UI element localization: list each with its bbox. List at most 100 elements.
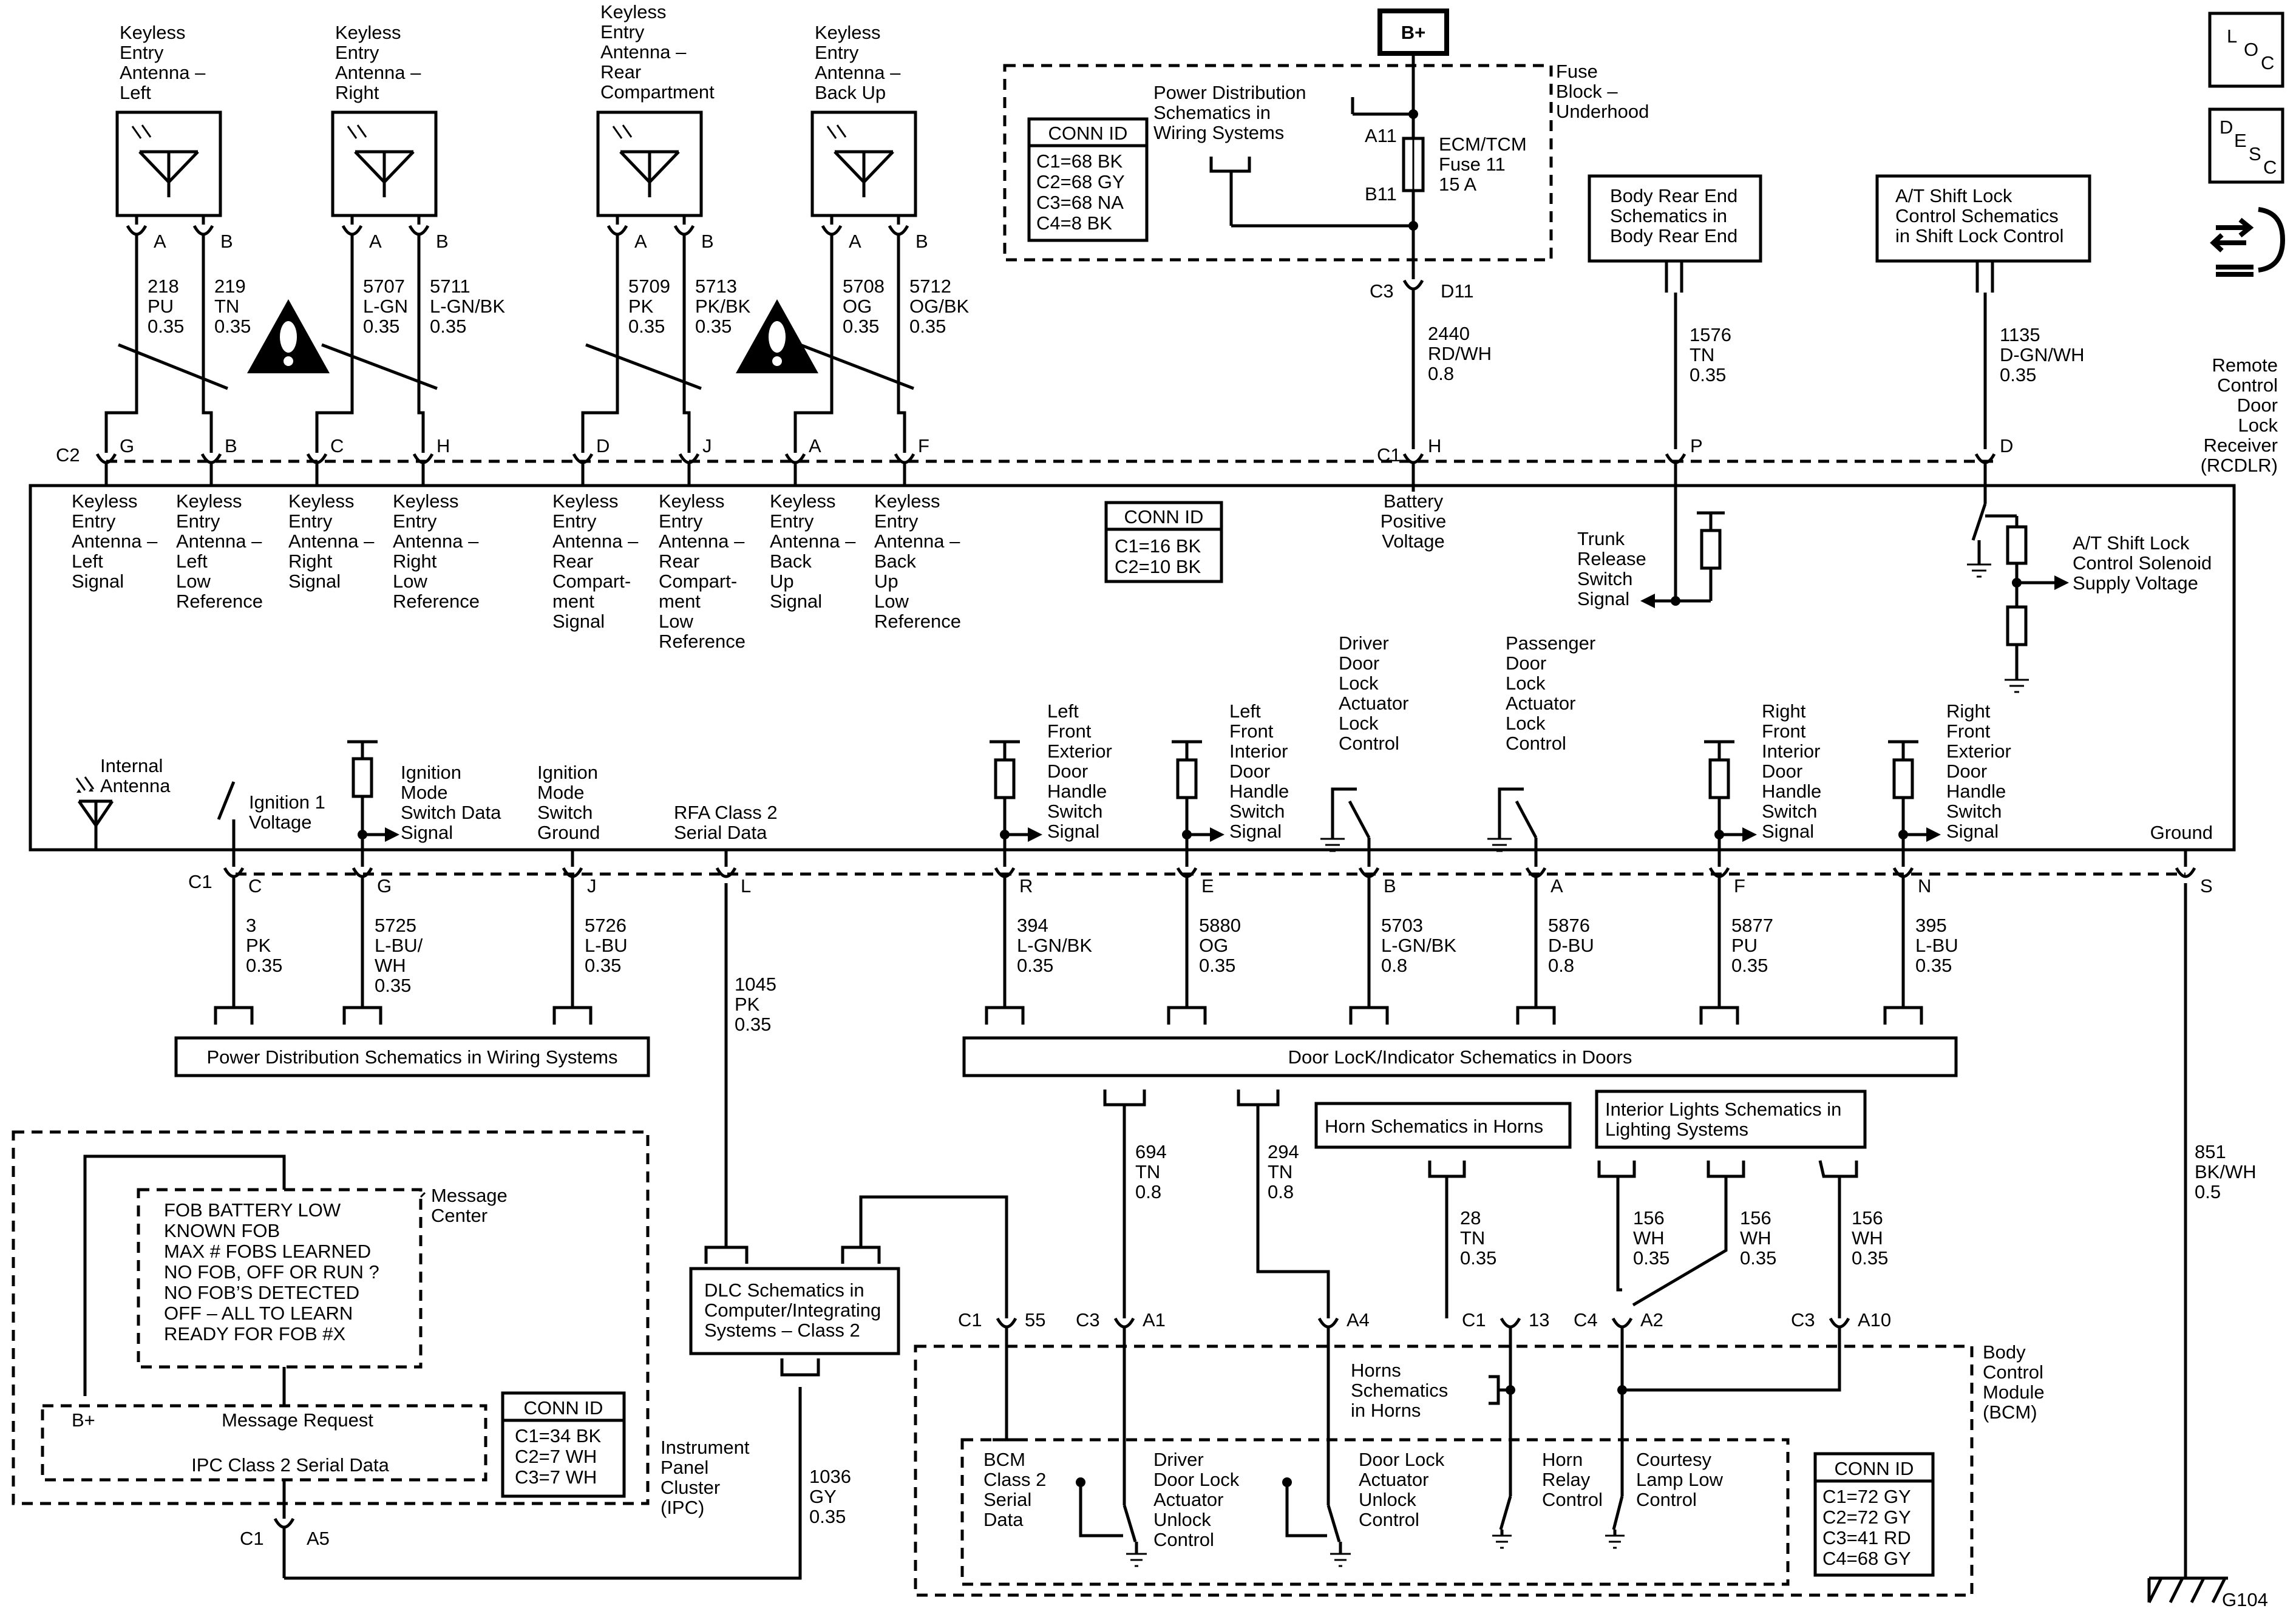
svg-text:294: 294: [1268, 1141, 1299, 1162]
lf-interior-label: Left Front Interior Door Handle Switch S…: [1229, 700, 1289, 842]
svg-text:394: 394: [1017, 915, 1048, 936]
twist-mark-1: [321, 343, 438, 390]
svg-text:RFA Class 2: RFA Class 2: [674, 802, 778, 823]
svg-text:0.35: 0.35: [430, 316, 466, 337]
svg-text:A10: A10: [1858, 1309, 1891, 1331]
svg-text:Control: Control: [1153, 1529, 1214, 1550]
svg-text:O: O: [2244, 39, 2258, 60]
svg-text:Center: Center: [431, 1205, 487, 1226]
svg-text:15 A: 15 A: [1439, 174, 1476, 195]
svg-text:0.35: 0.35: [1017, 955, 1053, 976]
svg-text:PK: PK: [628, 296, 654, 317]
svg-text:Antenna –: Antenna –: [815, 62, 901, 83]
svg-text:Left: Left: [72, 551, 103, 572]
svg-text:5712: 5712: [909, 276, 951, 297]
warning-icon: [736, 299, 818, 373]
svg-text:Systems – Class 2: Systems – Class 2: [704, 1320, 860, 1341]
svg-text:Antenna –: Antenna –: [393, 531, 479, 552]
svg-text:Block –: Block –: [1556, 81, 1618, 102]
svg-text:Ground: Ground: [537, 822, 600, 843]
svg-text:C1: C1: [958, 1309, 982, 1331]
svg-text:J: J: [702, 435, 712, 456]
svg-text:Back: Back: [874, 551, 916, 572]
svg-text:WH: WH: [1852, 1227, 1883, 1249]
svg-text:Exterior: Exterior: [1946, 741, 2011, 762]
svg-text:Keyless: Keyless: [288, 490, 355, 512]
svg-text:Front: Front: [1762, 720, 1806, 742]
svg-text:Door: Door: [2237, 395, 2278, 416]
svg-text:156: 156: [1852, 1207, 1883, 1229]
svg-text:ECM/TCM: ECM/TCM: [1439, 134, 1527, 155]
svg-text:C3=41 RD: C3=41 RD: [1822, 1527, 1911, 1548]
svg-text:219: 219: [214, 276, 246, 297]
svg-text:A: A: [369, 231, 382, 252]
desc-icon[interactable]: D E S C: [2208, 107, 2284, 184]
svg-text:L-GN/BK: L-GN/BK: [1017, 935, 1092, 956]
svg-text:0.35: 0.35: [735, 1014, 771, 1035]
svg-text:Entry: Entry: [335, 42, 379, 63]
svg-text:OG: OG: [843, 296, 872, 317]
svg-text:0.35: 0.35: [843, 316, 879, 337]
svg-text:Passenger: Passenger: [1506, 632, 1595, 654]
svg-text:Antenna –: Antenna –: [770, 531, 856, 552]
svg-text:Courtesy: Courtesy: [1636, 1449, 1712, 1470]
svg-text:B: B: [436, 231, 449, 252]
svg-text:S: S: [2249, 143, 2261, 164]
svg-text:Entry: Entry: [393, 510, 437, 532]
svg-text:P: P: [1690, 435, 1703, 456]
svg-text:Positive: Positive: [1381, 510, 1447, 532]
ipc-module: FOB BATTERY LOW KNOWN FOB MAX # FOBS LEA…: [12, 1130, 851, 1580]
bcm-module: Body Control Module (BCM): [914, 1341, 2045, 1597]
svg-text:in Shift Lock Control: in Shift Lock Control: [1895, 225, 2063, 246]
conn-id-bcm: CONN ID C1=72 GY C2=72 GY C3=41 RD C4=68…: [1813, 1452, 1935, 1577]
svg-text:Antenna –: Antenna –: [120, 62, 206, 83]
svg-text:Instrument: Instrument: [661, 1437, 750, 1458]
rf-exterior-switch: [1888, 740, 1941, 865]
svg-text:Actuator: Actuator: [1359, 1469, 1428, 1490]
svg-text:C3: C3: [1076, 1309, 1100, 1331]
svg-text:D-GN/WH: D-GN/WH: [2000, 344, 2084, 365]
svg-text:Switch: Switch: [1229, 801, 1285, 822]
svg-text:Switch: Switch: [1762, 801, 1817, 822]
connector-end-view-icon[interactable]: [2210, 207, 2286, 277]
svg-text:Power Distribution: Power Distribution: [1153, 82, 1306, 103]
pds-top-label: Power Distribution Schematics in Wiring …: [1153, 82, 1306, 173]
svg-text:H: H: [436, 435, 450, 456]
bcm-connector-2: A4: [1317, 1309, 1370, 1331]
svg-text:0.35: 0.35: [1199, 955, 1235, 976]
svg-text:Lock: Lock: [2238, 415, 2278, 436]
svg-text:Control: Control: [1636, 1489, 1697, 1510]
svg-text:Low: Low: [874, 591, 909, 612]
svg-text:Keyless: Keyless: [335, 22, 401, 43]
conn-id-top: CONN ID C1=68 BK C2=68 GY C3=68 NA C4=8 …: [1027, 117, 1149, 242]
svg-text:Keyless: Keyless: [176, 490, 242, 512]
driver-lock-switch: [1320, 787, 1371, 865]
svg-text:BCM: BCM: [983, 1449, 1025, 1470]
svg-text:Actuator: Actuator: [1506, 693, 1575, 714]
svg-text:2440: 2440: [1428, 323, 1470, 344]
svg-text:Voltage: Voltage: [1382, 531, 1444, 552]
svg-text:C1: C1: [1462, 1309, 1486, 1331]
loc-icon[interactable]: L O C: [2208, 12, 2284, 88]
svg-text:Interior: Interior: [1229, 741, 1288, 762]
svg-text:Entry: Entry: [874, 510, 919, 532]
svg-text:(BCM): (BCM): [1983, 1402, 2037, 1423]
svg-text:Schematics in: Schematics in: [1153, 102, 1271, 123]
svg-text:Relay: Relay: [1542, 1469, 1591, 1490]
svg-text:Right: Right: [288, 551, 333, 572]
svg-text:(RCDLR): (RCDLR): [2201, 455, 2278, 476]
svg-text:TN: TN: [214, 296, 239, 317]
passenger-lock-label: Passenger Door Lock Actuator Lock Contro…: [1506, 632, 1595, 754]
svg-text:Right: Right: [1946, 700, 1991, 722]
internal-antenna-icon: Internal Antenna: [75, 755, 171, 849]
svg-text:D: D: [2220, 117, 2233, 138]
svg-text:B: B: [915, 231, 928, 252]
svg-text:Antenna –: Antenna –: [552, 531, 639, 552]
svg-text:Lamp Low: Lamp Low: [1636, 1469, 1724, 1490]
svg-text:(IPC): (IPC): [661, 1497, 704, 1518]
